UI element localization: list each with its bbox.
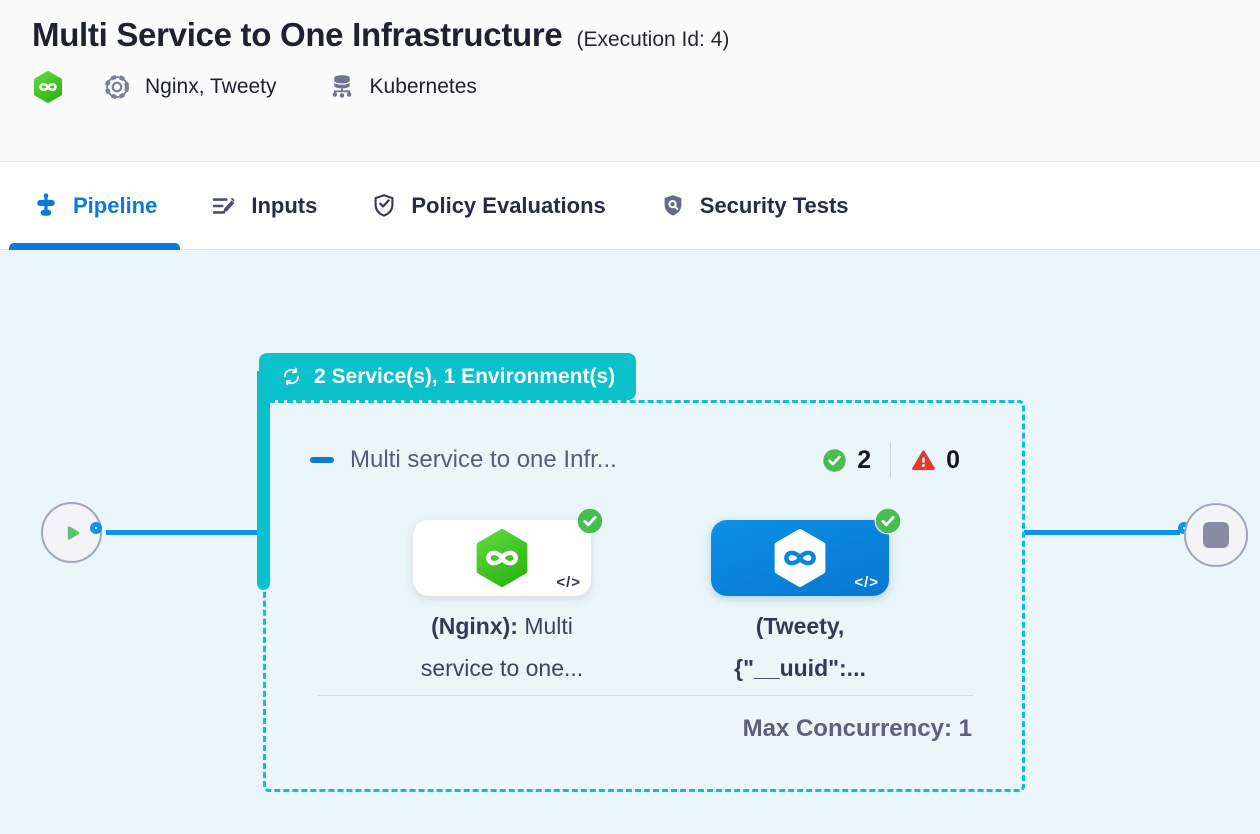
service-node-nginx[interactable]: </> bbox=[413, 507, 604, 596]
infrastructure-meta: Kubernetes bbox=[327, 72, 477, 102]
title-row: Multi Service to One Infrastructure (Exe… bbox=[32, 16, 1228, 54]
stage-group-left-bar bbox=[257, 371, 270, 590]
service-node-tweety[interactable]: </> bbox=[711, 507, 902, 596]
tab-inputs[interactable]: Inputs bbox=[187, 162, 340, 249]
stage-group-badge[interactable]: 2 Service(s), 1 Environment(s) bbox=[259, 353, 637, 400]
harness-module-icon bbox=[32, 71, 64, 103]
tab-policy-evaluations[interactable]: Policy Evaluations bbox=[347, 162, 628, 249]
execution-id-label: (Execution Id: 4) bbox=[576, 28, 730, 51]
stage-status: 2 0 bbox=[821, 443, 960, 477]
stop-icon bbox=[1203, 522, 1229, 548]
warning-triangle-icon bbox=[912, 449, 935, 470]
pipeline-end-node bbox=[1184, 503, 1248, 567]
service-label-bold: (Tweety, {"__uuid":... bbox=[734, 613, 866, 681]
harness-service-icon-white bbox=[771, 529, 829, 587]
failed-count: 0 bbox=[946, 445, 960, 474]
tab-security-tests-label: Security Tests bbox=[699, 192, 849, 218]
tab-pipeline-label: Pipeline bbox=[73, 192, 158, 218]
edge-stage-to-end bbox=[1024, 530, 1180, 535]
gear-icon bbox=[102, 72, 132, 102]
node-success-badge bbox=[874, 507, 902, 535]
collapse-stage-icon[interactable] bbox=[310, 457, 334, 463]
shield-search-icon bbox=[659, 192, 687, 220]
infrastructure-icon bbox=[327, 72, 357, 102]
tab-inputs-label: Inputs bbox=[251, 192, 318, 218]
code-icon: </> bbox=[854, 574, 879, 591]
shield-check-icon bbox=[370, 192, 398, 220]
node-success-badge bbox=[576, 507, 604, 535]
active-tab-underline bbox=[9, 243, 181, 250]
pipeline-icon bbox=[32, 192, 60, 220]
execution-meta-row: Nginx, Tweety Kubernetes bbox=[32, 71, 1228, 103]
tab-security-tests[interactable]: Security Tests bbox=[636, 162, 872, 249]
stage-group-container: Multi service to one Infr... 2 0 bbox=[263, 400, 1025, 792]
harness-service-icon bbox=[473, 529, 531, 587]
stage-header: Multi service to one Infr... 2 0 bbox=[310, 443, 960, 477]
pipeline-canvas: 2 Service(s), 1 Environment(s) Multi ser… bbox=[0, 251, 1260, 834]
tab-policy-evaluations-label: Policy Evaluations bbox=[411, 192, 606, 218]
status-divider bbox=[890, 443, 892, 477]
page-title: Multi Service to One Infrastructure bbox=[32, 16, 563, 53]
stage-name[interactable]: Multi service to one Infr... bbox=[350, 446, 617, 473]
code-icon: </> bbox=[556, 574, 581, 591]
service-label-bold: (Nginx): bbox=[431, 613, 518, 639]
services-meta: Nginx, Tweety bbox=[102, 72, 277, 102]
tab-bar: Pipeline Inputs bbox=[0, 162, 1260, 250]
max-concurrency-label: Max Concurrency: 1 bbox=[742, 715, 972, 742]
service-node-label-tweety: (Tweety, {"__uuid":... bbox=[694, 605, 906, 689]
success-count: 2 bbox=[857, 445, 872, 474]
inputs-icon bbox=[210, 192, 238, 220]
execution-header: Multi Service to One Infrastructure (Exe… bbox=[0, 0, 1260, 162]
service-node-label-nginx: (Nginx): Multi service to one... bbox=[396, 605, 608, 689]
infrastructure-label: Kubernetes bbox=[369, 75, 477, 98]
stage-footer-divider bbox=[318, 695, 974, 696]
success-check-icon bbox=[823, 448, 846, 472]
stage-group-badge-label: 2 Service(s), 1 Environment(s) bbox=[314, 364, 616, 388]
start-connector-port bbox=[90, 522, 102, 534]
service-label-rest: Multi service to one... bbox=[420, 613, 584, 681]
services-label: Nginx, Tweety bbox=[145, 75, 277, 98]
tab-pipeline[interactable]: Pipeline bbox=[9, 162, 181, 250]
edge-start-to-stage bbox=[106, 530, 264, 535]
loop-icon bbox=[280, 365, 303, 388]
play-icon bbox=[67, 525, 79, 540]
